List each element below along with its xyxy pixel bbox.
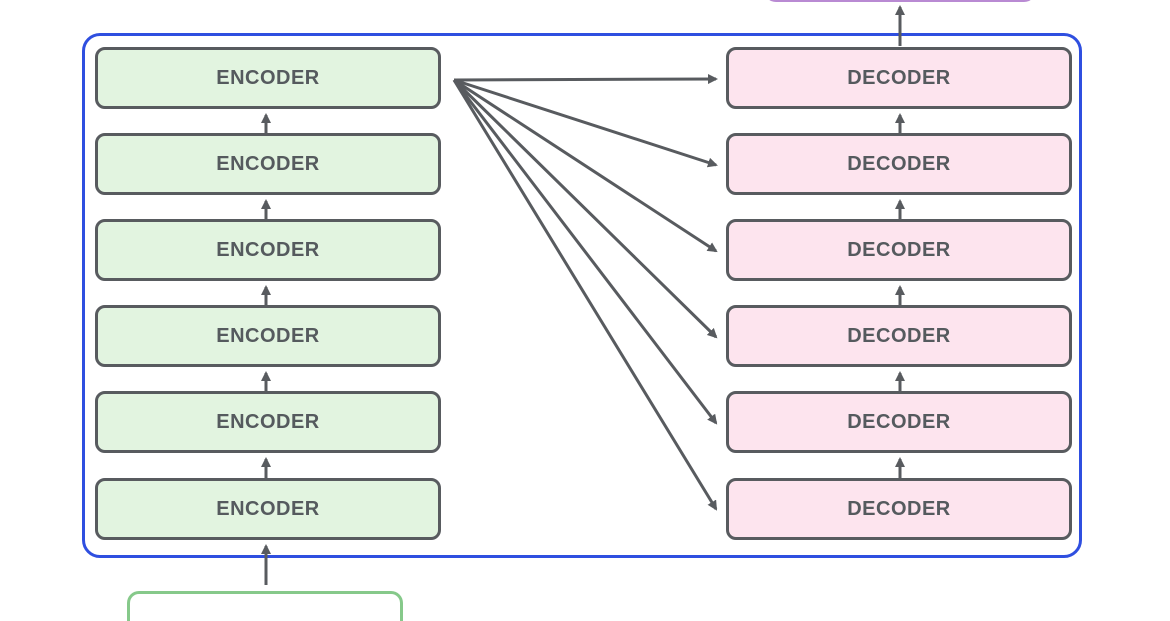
transformer-frame xyxy=(82,33,1082,558)
encoder-decoder-arrow xyxy=(452,79,718,425)
decoder-label: DECODER xyxy=(847,324,951,347)
decoder-label: DECODER xyxy=(847,238,951,261)
encoder-decoder-arrow xyxy=(452,78,718,339)
encoder-decoder-arrow xyxy=(453,78,718,168)
encoder-label: ENCODER xyxy=(216,410,320,433)
encoder-block: ENCODER xyxy=(95,305,441,367)
encoder-block: ENCODER xyxy=(95,478,441,540)
decoder-label: DECODER xyxy=(847,410,951,433)
encoder-block: ENCODER xyxy=(95,47,441,109)
decoder-label: DECODER xyxy=(847,66,951,89)
encoder-label: ENCODER xyxy=(216,238,320,261)
encoder-decoder-arrow xyxy=(453,78,718,253)
decoder-block: DECODER xyxy=(726,305,1072,367)
encoder-decoder-arrow xyxy=(453,74,718,85)
decoder-label: DECODER xyxy=(847,497,951,520)
encoder-label: ENCODER xyxy=(216,66,320,89)
arrow-layer xyxy=(261,5,905,585)
encoder-block: ENCODER xyxy=(95,133,441,195)
encoder-block: ENCODER xyxy=(95,391,441,453)
encoder-decoder-arrow xyxy=(452,79,718,511)
decoder-block: DECODER xyxy=(726,478,1072,540)
decoder-block: DECODER xyxy=(726,133,1072,195)
decoder-label: DECODER xyxy=(847,152,951,175)
encoder-label: ENCODER xyxy=(216,497,320,520)
decoder-block: DECODER xyxy=(726,219,1072,281)
encoder-label: ENCODER xyxy=(216,324,320,347)
encoder-block: ENCODER xyxy=(95,219,441,281)
decoder-block: DECODER xyxy=(726,47,1072,109)
decoder-block: DECODER xyxy=(726,391,1072,453)
encoder-label: ENCODER xyxy=(216,152,320,175)
